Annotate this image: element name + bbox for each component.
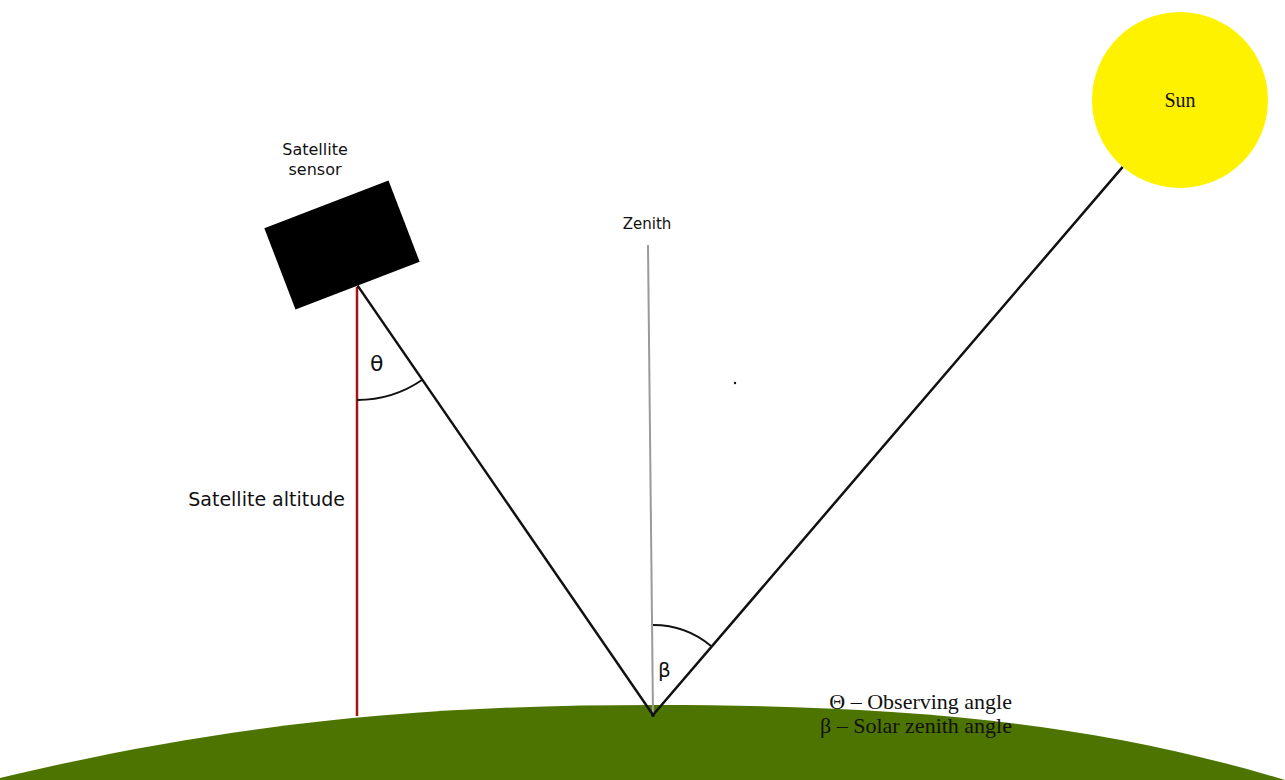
ground bbox=[0, 705, 1285, 780]
sensor-label: Satellite sensor bbox=[260, 140, 370, 180]
stray-dot bbox=[734, 382, 736, 384]
key-entry: β – Solar zenith angle bbox=[690, 714, 1012, 738]
angle-symbol: β bbox=[658, 658, 678, 682]
sun-circle: Sun bbox=[1092, 12, 1268, 188]
observing-angle-arc bbox=[357, 380, 422, 400]
sun-label: Sun bbox=[1092, 88, 1268, 112]
zenith-line bbox=[648, 245, 653, 715]
sun-disc bbox=[1092, 12, 1268, 188]
key-entry: Θ – Observing angle bbox=[690, 690, 1012, 714]
zenith-label: Zenith bbox=[600, 212, 694, 236]
altitude-label: Satellite altitude bbox=[130, 487, 345, 511]
light-path bbox=[358, 167, 1123, 715]
zenith-angle-arc bbox=[653, 625, 711, 646]
sensor-body bbox=[264, 181, 419, 310]
satellite-sensor: Satellite sensor bbox=[255, 140, 430, 320]
angle-symbol: θ bbox=[370, 352, 394, 376]
altitude-line bbox=[356, 287, 359, 716]
sensor-shape bbox=[255, 140, 430, 320]
